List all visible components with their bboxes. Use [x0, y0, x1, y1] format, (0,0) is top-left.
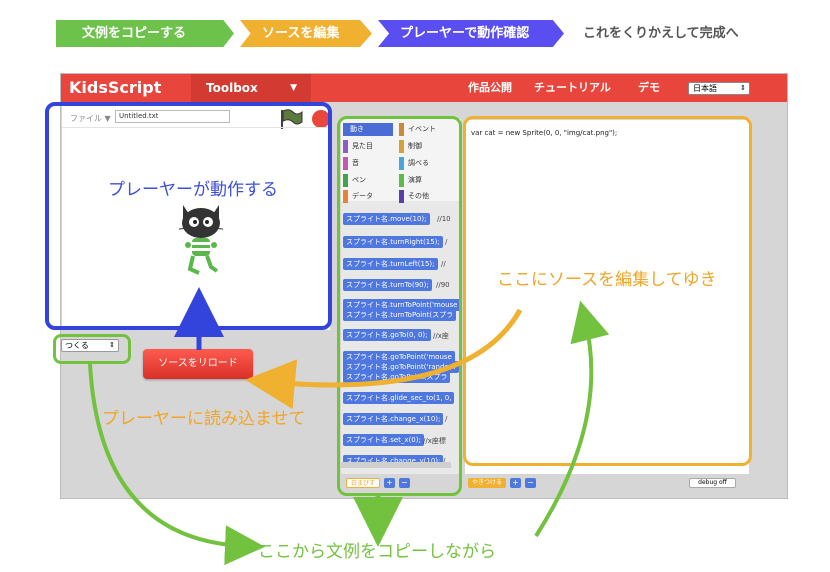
category-looks[interactable]: 見た目 [343, 140, 373, 153]
language-select[interactable]: 日本語 ⇕ [688, 82, 750, 95]
block-go-to[interactable]: スプライト名.goTo(0, 0); [343, 329, 431, 341]
block-comment: //10 [437, 215, 451, 223]
annotation-load: プレーヤーに読み込ませて [102, 409, 306, 429]
kidsscript-app-window: KidsScript Toolbox ▼ 作品公開 チュートリアル デモ 日本語… [60, 73, 788, 499]
block-comment: / [443, 457, 446, 465]
editor-zoom-in-button[interactable]: + [509, 478, 521, 488]
select-highlight-box [53, 334, 131, 364]
burn-button[interactable]: やきつける [468, 478, 507, 488]
category-control[interactable]: 制御 [399, 140, 422, 153]
annotation-edit: ここにソースを編集してゆき [497, 270, 717, 290]
block-go-to-point-mouse[interactable]: スプライト名.goToPoint('mouse [343, 351, 455, 363]
block-turn-to-point-mouse[interactable]: スプライト名.turnToPoint('mouse [343, 299, 461, 311]
code-blocks-panel: 動き イベント 見た目 制御 音 調べる ペン 演算 データ その他 スプライト… [341, 119, 461, 474]
select-arrows-icon: ⇕ [740, 84, 746, 92]
step-check-player: プレーヤーで動作確認 [378, 20, 564, 47]
block-turn-to-point-sprite[interactable]: スプライト名.turnToPoint(スプラ [343, 309, 457, 321]
category-sound[interactable]: 音 [343, 157, 359, 170]
app-logo: KidsScript [69, 78, 162, 97]
category-sensing[interactable]: 調べる [399, 157, 429, 170]
project-select-value: つくる [65, 341, 89, 350]
toolbox-menu[interactable]: Toolbox ▼ [191, 74, 311, 102]
app-header: KidsScript Toolbox ▼ 作品公開 チュートリアル デモ 日本語… [61, 74, 787, 102]
select-arrows-icon: ⇕ [109, 341, 115, 349]
block-comment: / [445, 238, 448, 246]
block-comment: //x座標 [423, 437, 446, 445]
arrow-select-to-copy [88, 363, 265, 566]
block-go-to-point-random[interactable]: スプライト名.goToPoint('random [343, 361, 459, 373]
editor-code-line: var cat = new Sprite(0, 0, "img/cat.png"… [471, 129, 618, 137]
category-motion[interactable]: 動き [343, 123, 393, 136]
nav-demo[interactable]: デモ [638, 81, 660, 94]
block-comment: //x座 [433, 332, 449, 340]
block-change-x[interactable]: スプライト名.change_x(10); [343, 413, 444, 425]
green-flag-icon[interactable] [278, 108, 304, 130]
step-edit-source: ソースを編集 [240, 20, 372, 47]
category-pen[interactable]: ペン [343, 174, 366, 187]
code-editor[interactable]: var cat = new Sprite(0, 0, "img/cat.png"… [465, 120, 749, 474]
category-other[interactable]: その他 [399, 190, 429, 203]
file-menu[interactable]: ファイル ▼ [70, 114, 111, 123]
project-select[interactable]: つくる ⇕ [61, 339, 119, 352]
step-copy-example: 文例をコピーする [56, 20, 234, 47]
editor-highlight-box [463, 116, 752, 466]
block-comment: // [441, 260, 446, 268]
zoom-in-button[interactable]: + [383, 478, 395, 488]
nav-publish[interactable]: 作品公開 [468, 81, 512, 94]
cat-sprite [178, 205, 224, 275]
annotation-player: プレーヤーが動作する [108, 180, 278, 200]
stop-icon[interactable] [312, 110, 330, 128]
blocks-footer: 白まびす + − [346, 478, 410, 488]
reload-source-button[interactable]: ソースをリロード [143, 349, 253, 379]
block-glide[interactable]: スプライト名.glide_sec_to(1, 0, [343, 392, 455, 404]
block-set-x[interactable]: スプライト名.set_x(0); [343, 434, 424, 446]
blocks-footer-button[interactable]: 白まびす [346, 478, 381, 488]
nav-tutorial[interactable]: チュートリアル [534, 81, 611, 94]
category-operators[interactable]: 演算 [399, 174, 422, 187]
caret-down-icon: ▼ [290, 83, 297, 93]
editor-zoom-out-button[interactable]: − [524, 478, 536, 488]
step-repeat: これをくりかえして完成へ [583, 26, 739, 41]
annotation-copy: ここから文例をコピーしながら [258, 542, 496, 562]
toolbox-label: Toolbox [206, 81, 258, 95]
block-comment: //90 [436, 281, 450, 289]
arrow-copy-to-editor [534, 300, 610, 538]
arrow-editor-to-reload [245, 308, 523, 410]
blocks-scrollbar[interactable] [341, 462, 451, 468]
editor-footer: やきつける + − [468, 478, 536, 488]
block-comment: / [445, 415, 448, 423]
block-move[interactable]: スプライト名.move(10); [343, 213, 430, 225]
stage-divider [62, 127, 330, 128]
language-value: 日本語 [693, 84, 717, 93]
block-turn-to[interactable]: スプライト名.turnTo(90); [343, 279, 432, 291]
block-turn-left[interactable]: スプライト名.turnLeft(15); [343, 258, 438, 270]
blocks-highlight-box [337, 116, 462, 496]
category-data[interactable]: データ [343, 190, 373, 203]
category-events[interactable]: イベント [399, 123, 436, 136]
block-turn-right[interactable]: スプライト名.turnRight(15); [343, 236, 443, 248]
file-name-field[interactable]: Untitled.txt [115, 110, 230, 123]
zoom-out-button[interactable]: − [398, 478, 410, 488]
debug-toggle-button[interactable]: debug off [689, 478, 736, 488]
category-list: 動き イベント 見た目 制御 音 調べる ペン 演算 データ その他 [341, 119, 461, 203]
